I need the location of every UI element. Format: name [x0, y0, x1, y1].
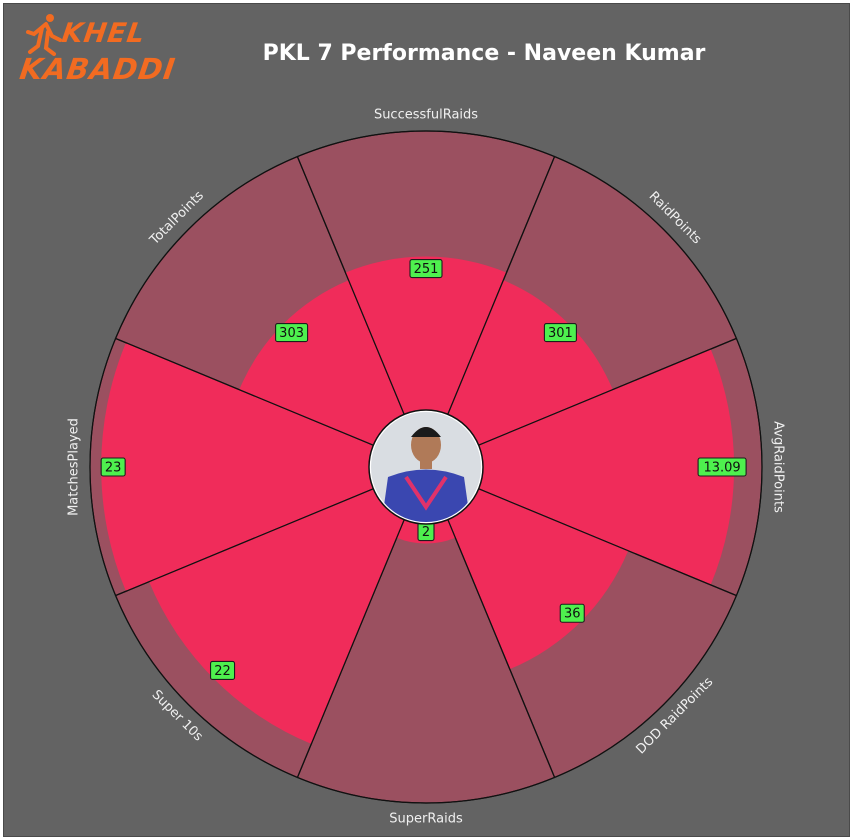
value-wedge-dod-raidpoints [447, 488, 629, 670]
value-box-totalpoints [275, 323, 309, 343]
value-wedge-successfulraids [345, 256, 507, 415]
sector-divider-avgraidpoints [478, 337, 737, 446]
value-box-avgraidpoints [697, 457, 747, 477]
sector-divider-super-10s [296, 519, 405, 778]
value-label-totalpoints: 303 [279, 326, 304, 341]
sector-divider-matchesplayed [115, 488, 374, 597]
category-label-avgraidpoints: AvgRaidPoints [771, 421, 786, 513]
kabaddi-player-icon [26, 14, 62, 56]
sector-divider-superraids [447, 519, 556, 778]
value-label-dod-raidpoints: 36 [564, 607, 581, 622]
value-label-avgraidpoints: 13.09 [703, 461, 740, 476]
category-label-superraids: SuperRaids [389, 812, 463, 827]
value-wedge-avgraidpoints [478, 349, 735, 585]
value-wedge-matchesplayed [101, 342, 374, 592]
value-wedge-super-10s [149, 488, 405, 744]
sector-divider-raidpoints [447, 156, 556, 415]
value-label-successfulraids: 251 [414, 262, 439, 277]
sector-divider-totalpoints [115, 337, 374, 446]
value-box-super-10s [209, 660, 236, 681]
value-box-dod-raidpoints [559, 603, 585, 623]
category-label-successfulraids: SuccessfulRaids [374, 108, 478, 123]
value-label-raidpoints: 301 [548, 326, 573, 341]
value-label-matchesplayed: 23 [105, 461, 122, 476]
sector-divider-dod-raidpoints [478, 488, 737, 597]
player-avatar-icon [371, 412, 481, 522]
sector-divider-successfulraids [296, 156, 405, 415]
chart-title: PKL 7 Performance - Naveen Kumar [262, 41, 706, 66]
value-box-successfulraids [409, 258, 443, 279]
value-wedge-totalpoints [239, 280, 405, 446]
outer-ring [89, 130, 763, 804]
value-box-raidpoints [543, 323, 577, 343]
value-wedge-raidpoints [447, 280, 613, 446]
value-label-super-10s: 22 [214, 664, 231, 679]
category-label-matchesplayed: MatchesPlayed [67, 418, 82, 516]
value-box-matchesplayed [100, 457, 126, 477]
khel-kabaddi-logo: KHEL KABADDI [18, 8, 178, 104]
value-label-superraids: 2 [422, 525, 430, 540]
